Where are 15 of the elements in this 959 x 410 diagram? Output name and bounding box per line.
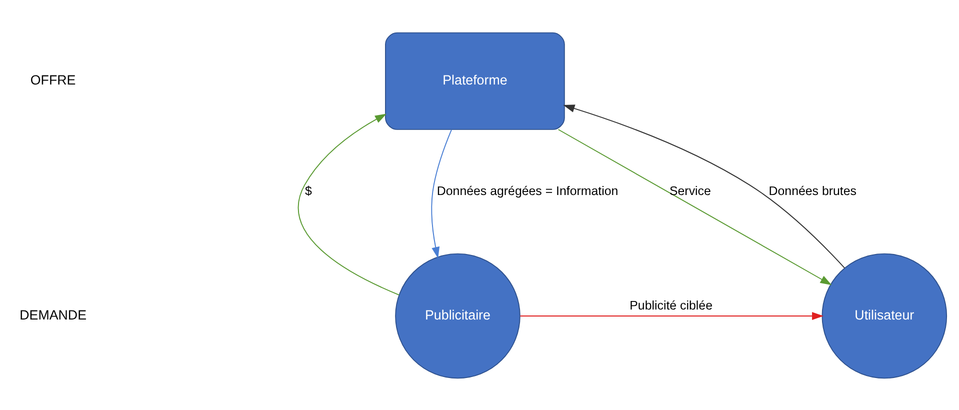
arrow [520,311,824,320]
arrow [431,128,452,258]
label: DEMANDE [20,307,87,322]
arrow [298,113,400,295]
edge-label: Publicité ciblée [630,298,712,312]
node-circle: Publicitaire [395,252,520,378]
node-box: Plateforme [385,32,565,130]
node-circle: Utilisateur [822,252,948,378]
edge-label: Service [669,183,711,198]
edge-label: Données brutes [768,183,856,198]
arrow [563,104,846,268]
edge-label: $ [305,183,312,198]
label: OFFRE [30,72,76,88]
arrow [558,128,832,285]
edge-label: Données agrégées = Information [436,183,618,198]
